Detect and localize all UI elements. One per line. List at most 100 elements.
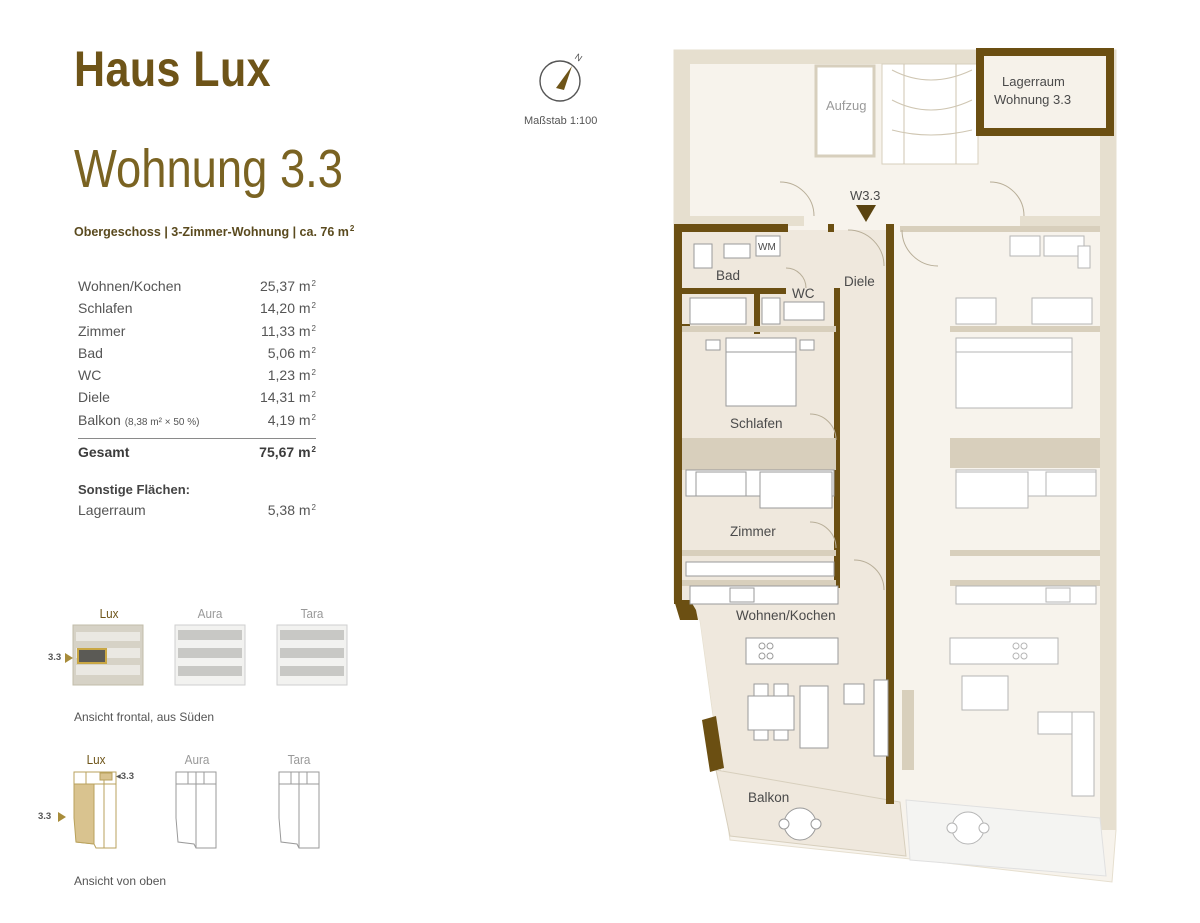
- entrance-label: W3.3: [850, 188, 880, 203]
- balcony-note: (8,38 m² × 50 %): [124, 416, 200, 428]
- total-value: 75,67 m2: [259, 444, 316, 466]
- area-value-text: 5,06 m: [267, 344, 311, 361]
- room-label-wc: WC: [792, 286, 815, 301]
- unit-sup: 2: [311, 445, 316, 455]
- facade-thumbnails: [72, 624, 348, 686]
- area-row-name: Wohnen/Kochen: [78, 278, 182, 294]
- area-row-name: Balkon (8,38 m² × 50 %): [78, 412, 199, 434]
- storage-room: [976, 48, 1114, 136]
- room-label-balcony: Balkon: [748, 790, 789, 805]
- topview-label-tara: Tara: [287, 752, 311, 767]
- total-label: Gesamt: [78, 444, 130, 461]
- other-areas-table: Lagerraum 5,38 m2: [78, 502, 316, 524]
- topview-marker-arrow: [58, 812, 66, 822]
- unit-sup: 2: [311, 390, 316, 400]
- area-name-text: Balkon: [78, 411, 121, 428]
- topview-label-aura: Aura: [184, 752, 210, 767]
- facade-caption: Ansicht frontal, aus Süden: [74, 710, 215, 724]
- area-row: Zimmer 11,33 m2: [78, 323, 316, 345]
- area-value-text: 14,31 m: [259, 389, 311, 406]
- washer-label: WM: [758, 242, 776, 253]
- area-table: Wohnen/Kochen 25,37 m2 Schlafen 14,20 m2…: [78, 278, 316, 466]
- area-row-name: Lagerraum: [78, 502, 146, 518]
- topview-marker-right-text: 3.3: [120, 771, 134, 782]
- storage-label-line2: Wohnung 3.3: [994, 92, 1071, 107]
- area-row: Schlafen 14,20 m2: [78, 300, 316, 322]
- facade-label-lux: Lux: [99, 606, 119, 621]
- facade-label-tara: Tara: [300, 606, 324, 621]
- door-swings: [779, 181, 1025, 591]
- unit-title: Wohnung 3.3: [74, 139, 344, 199]
- total-value-text: 75,67 m: [259, 444, 311, 461]
- area-row: Bad 5,06 m2: [78, 345, 316, 367]
- unit-sup: 2: [311, 412, 316, 422]
- area-row-value: 14,31 m2: [260, 389, 316, 411]
- topview-caption: Ansicht von oben: [74, 874, 167, 888]
- scale-label: Maßstab 1:100: [524, 115, 598, 127]
- total-row: Gesamt 75,67 m2: [78, 444, 316, 466]
- area-row-name: Bad: [78, 344, 103, 361]
- unit-sup: 2: [311, 368, 316, 378]
- area-row-name: Schlafen: [78, 300, 133, 317]
- facade-aura[interactable]: [174, 624, 246, 686]
- unit-subtitle: Obergeschoss | 3-Zimmer-Wohnung | ca. 76…: [74, 224, 354, 239]
- unit-sup: 2: [311, 301, 316, 311]
- area-row: Diele 14,31 m2: [78, 389, 316, 411]
- topview-label-lux: Lux: [86, 752, 106, 767]
- staircase: [881, 63, 979, 165]
- room-label-room: Zimmer: [730, 524, 776, 539]
- other-areas-heading: Sonstige Flächen:: [78, 482, 190, 497]
- unit-walls: [674, 224, 894, 804]
- elevator-shaft: [814, 64, 876, 158]
- area-row: Balkon (8,38 m² × 50 %) 4,19 m2: [78, 412, 316, 434]
- area-row-value: 11,33 m2: [261, 323, 316, 345]
- area-value-text: 4,19 m: [267, 411, 311, 428]
- house-title: Haus Lux: [74, 41, 271, 97]
- area-row: Lagerraum 5,38 m2: [78, 502, 316, 524]
- entrance-marker-icon: [856, 205, 876, 222]
- area-row-value: 25,37 m2: [260, 278, 316, 300]
- unit-sup: 2: [311, 345, 316, 355]
- area-value-text: 14,20 m: [259, 300, 311, 317]
- area-row-name: Diele: [78, 389, 110, 406]
- area-row-value: 14,20 m2: [260, 300, 316, 322]
- area-row: WC 1,23 m2: [78, 367, 316, 389]
- topview-aura[interactable]: [175, 771, 217, 849]
- compass-icon: N: [539, 52, 584, 102]
- area-row-value: 5,38 m2: [268, 502, 316, 524]
- unit-sup: 2: [311, 323, 316, 333]
- compass-north-label: N: [573, 52, 584, 64]
- unit-sup: 2: [311, 503, 316, 512]
- area-row-name: WC: [78, 367, 102, 384]
- facade-tara[interactable]: [276, 624, 348, 686]
- topview-marker-right: ◂3.3: [116, 771, 134, 782]
- area-value-text: 5,38 m: [267, 502, 311, 518]
- room-label-living: Wohnen/Kochen: [736, 608, 836, 623]
- area-value-text: 11,33 m: [261, 322, 311, 339]
- topview-marker-left: 3.3: [38, 811, 52, 822]
- area-row-name: Zimmer: [78, 322, 126, 339]
- area-value-text: 25,37 m: [259, 278, 311, 294]
- topview-tara[interactable]: [278, 771, 320, 849]
- subtitle-text: Obergeschoss | 3-Zimmer-Wohnung | ca. 76…: [74, 225, 349, 239]
- area-row-value: 5,06 m2: [268, 345, 316, 367]
- area-value-text: 1,23 m: [267, 367, 311, 384]
- facade-marker-arrow: [65, 653, 73, 663]
- facade-label-aura: Aura: [197, 606, 223, 621]
- topview-lux[interactable]: [73, 771, 117, 849]
- room-label-hall: Diele: [844, 274, 875, 289]
- area-row: Wohnen/Kochen 25,37 m2: [78, 278, 316, 300]
- area-row-value: 1,23 m2: [268, 367, 316, 389]
- area-row-value: 4,19 m2: [268, 412, 316, 434]
- subtitle-sup: 2: [349, 224, 355, 233]
- room-label-bath: Bad: [716, 268, 740, 283]
- unit-furniture: [685, 235, 889, 841]
- facade-unit-marker: 3.3: [48, 652, 62, 663]
- unit-sup: 2: [311, 279, 316, 288]
- facade-lux[interactable]: [72, 624, 144, 686]
- topview-thumbnails: [73, 771, 320, 849]
- room-label-bedroom: Schlafen: [730, 416, 783, 431]
- elevator-label: Aufzug: [826, 98, 866, 113]
- total-divider: [78, 438, 316, 440]
- floor-plan: Aufzug Lagerraum Wohnung 3.3 W3.3: [673, 48, 1117, 883]
